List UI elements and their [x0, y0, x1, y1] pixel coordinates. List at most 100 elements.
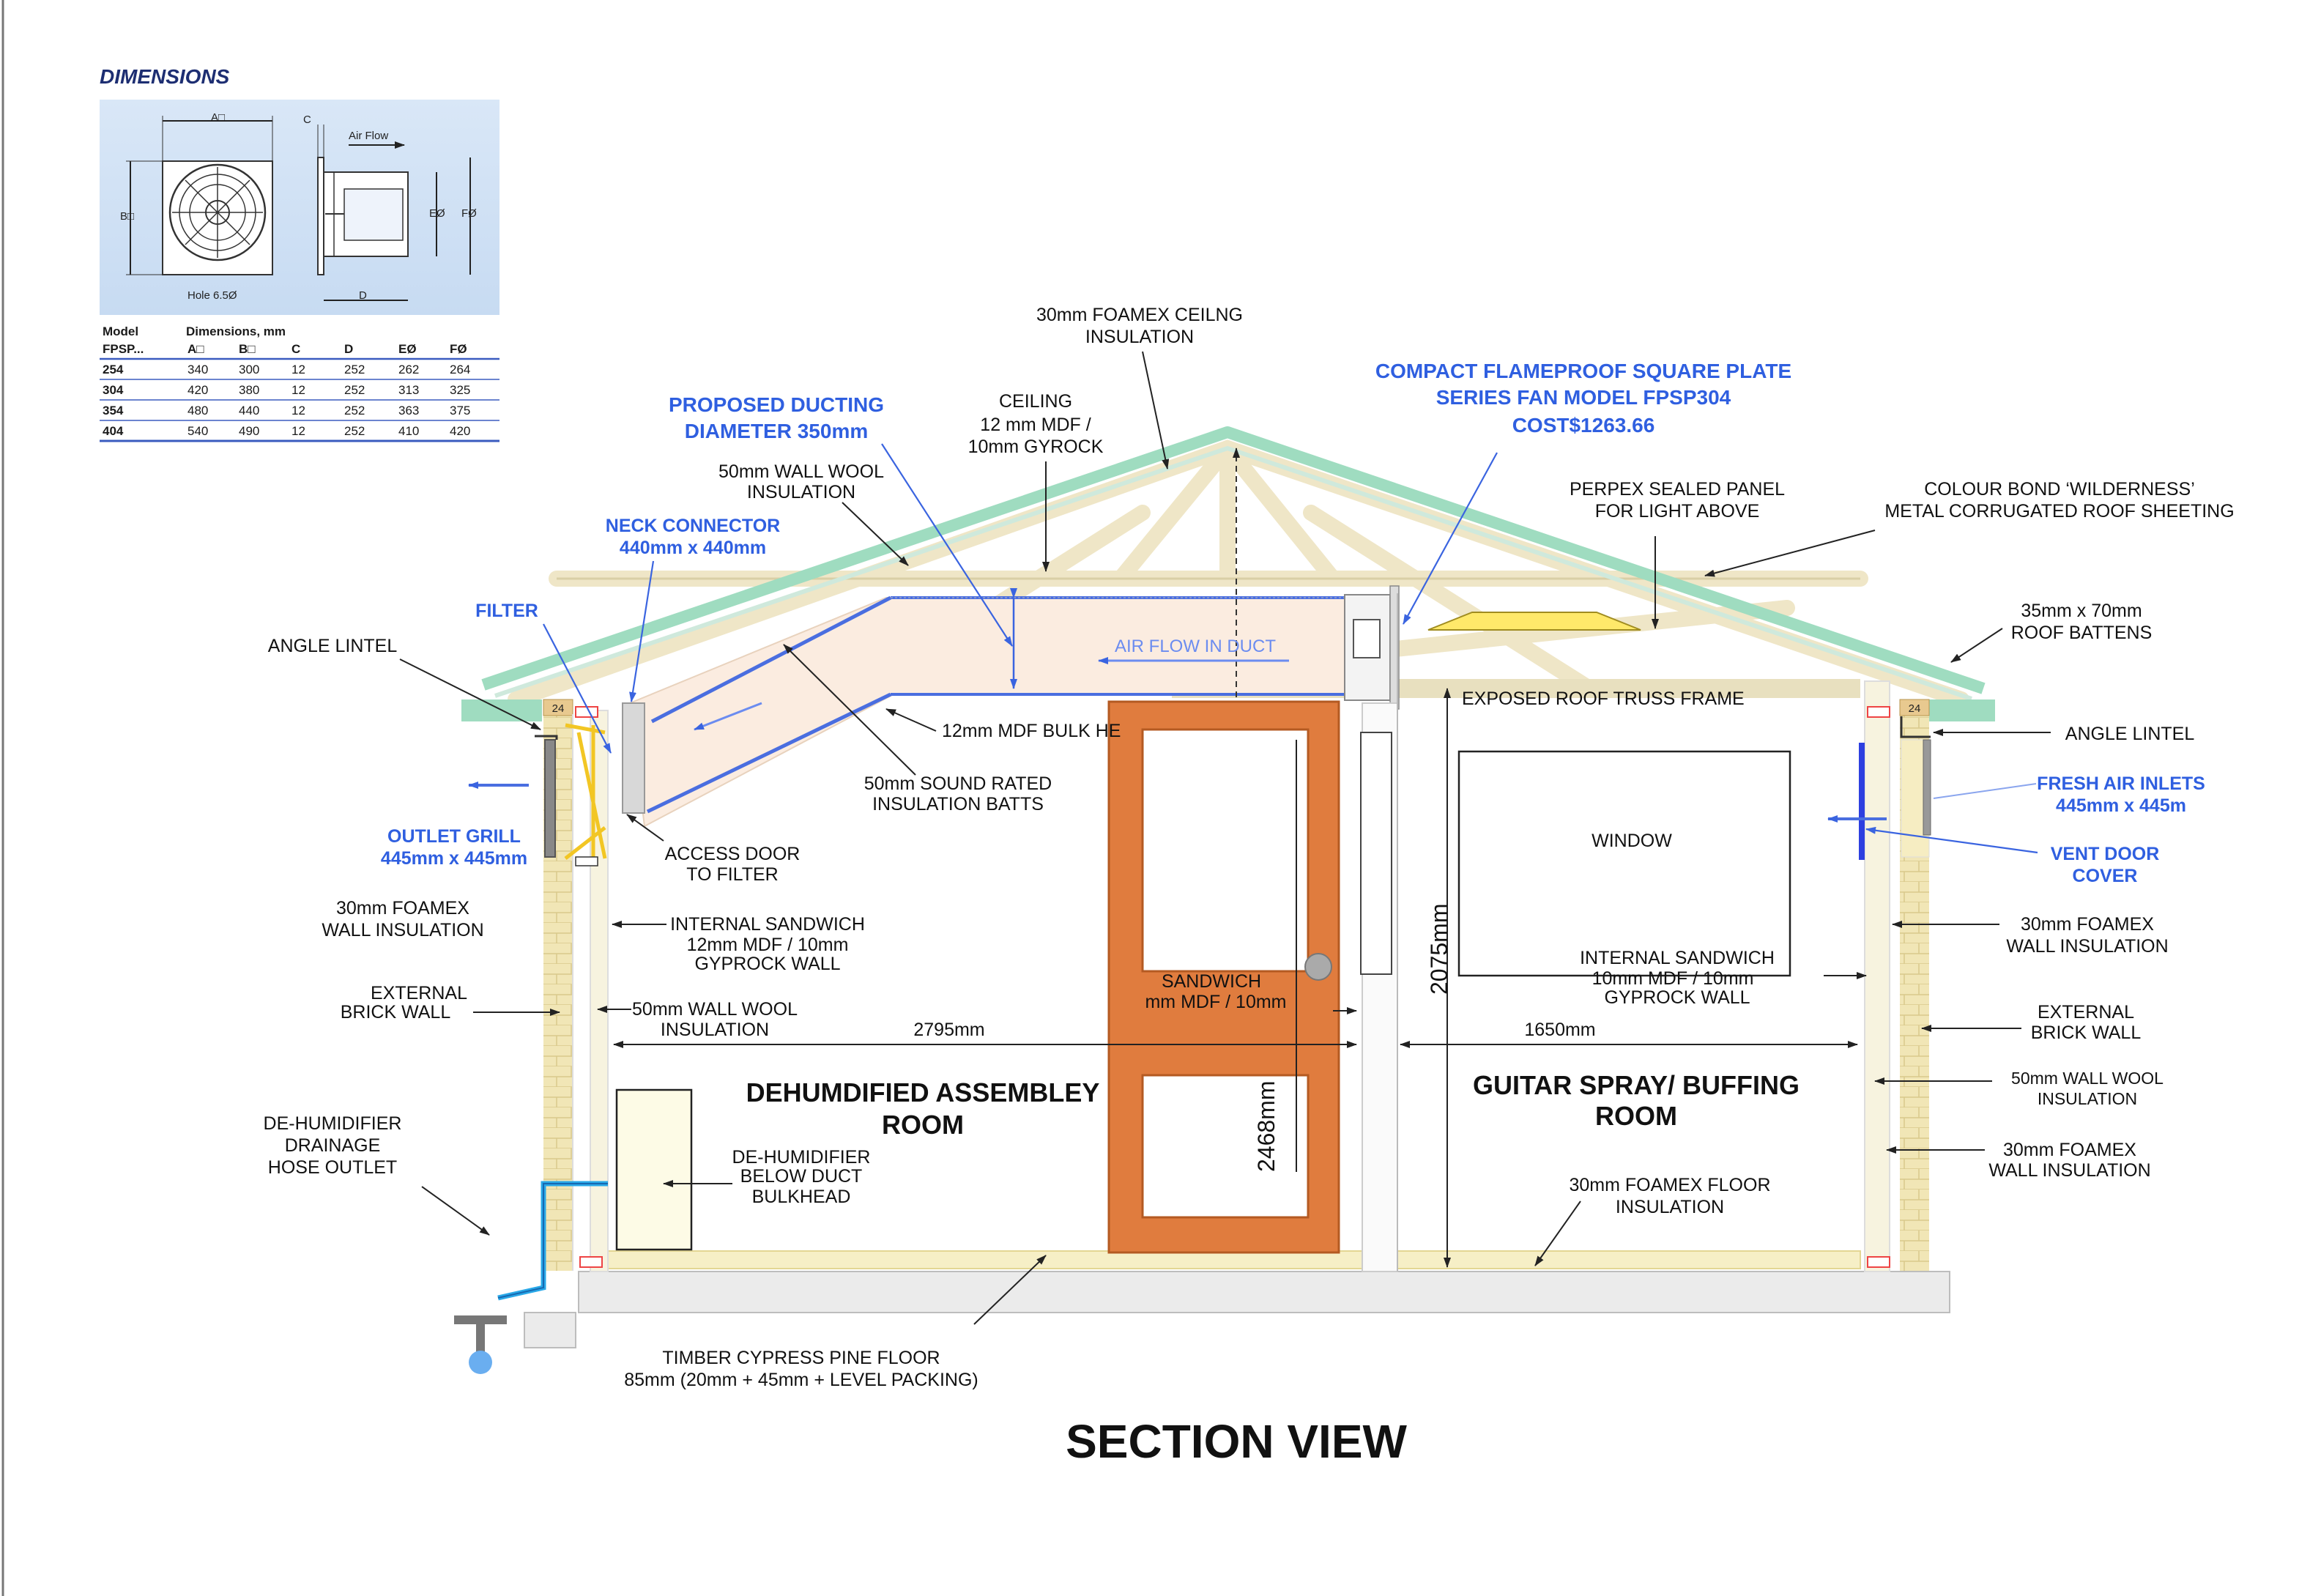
- dim-wall-height-label: 2075mm: [1426, 904, 1452, 995]
- duct-lower-slope: [646, 692, 892, 814]
- label-battens-2: ROOF BATTENS: [2011, 623, 2153, 643]
- label-ducting-1: PROPOSED DUCTING: [669, 393, 884, 416]
- label-vent-2: COVER: [2073, 866, 2138, 886]
- label-wall-wool-top-1: 50mm WALL WOOL: [718, 461, 884, 482]
- table-cell: 12: [291, 383, 305, 397]
- label-sound-batts-2: INSULATION BATTS: [872, 794, 1044, 814]
- label-wall-wool-top-2: INSULATION: [747, 482, 855, 502]
- table-header-fpsp: FPSP...: [103, 342, 144, 356]
- concrete-slab: [578, 1271, 1950, 1313]
- angle-lintel-right: [1900, 716, 1931, 738]
- partition-cabinet: [1360, 732, 1392, 975]
- label-internal-right-1: INTERNAL SANDWICH: [1580, 948, 1775, 968]
- table-col-b: B□: [239, 342, 256, 356]
- label-angle-lintel-right: ANGLE LINTEL: [2065, 724, 2195, 744]
- label-foamex-floor-1: 30mm FOAMEX FLOOR: [1569, 1175, 1770, 1195]
- label-colour-bond-2: METAL CORRUGATED ROOF SHEETING: [1884, 501, 2234, 522]
- label-foamex-wall-left-2: WALL INSULATION: [322, 920, 483, 940]
- table-cell: 340: [187, 363, 208, 376]
- dim-letter-f: FØ: [461, 207, 477, 220]
- fan-spokes: [172, 167, 263, 258]
- label-internal-right-2: 10mm MDF / 10mm: [1592, 968, 1754, 989]
- door: [1107, 700, 1340, 1254]
- label-dehum-hose-1: DE-HUMIDIFIER: [264, 1113, 402, 1134]
- label-dehum-below-2: BELOW DUCT: [740, 1166, 863, 1187]
- label-dehum-below-1: DE-HUMIDIFIER: [732, 1147, 871, 1168]
- label-neck-1: NECK CONNECTOR: [606, 516, 780, 536]
- table-cell: 380: [239, 383, 259, 397]
- table-cell: 480: [187, 404, 208, 417]
- label-sound-batts-1: 50mm SOUND RATED: [864, 773, 1052, 794]
- dimensions-table: Model FPSP... Dimensions, mm A□ B□ C D E…: [100, 324, 499, 442]
- table-cell: 375: [450, 404, 470, 417]
- seal-right-bottom: [1867, 1256, 1890, 1268]
- table-cell: 363: [398, 404, 419, 417]
- table-cell: 300: [239, 363, 259, 376]
- table-cell: 252: [344, 383, 365, 397]
- table-cell: 252: [344, 424, 365, 438]
- table-cell: 410: [398, 424, 419, 438]
- table-col-e: EØ: [398, 342, 417, 356]
- perpex-panel: [1427, 612, 1641, 631]
- seal-right-top: [1867, 706, 1890, 718]
- label-wall-wool-left-1: 50mm WALL WOOL: [632, 999, 798, 1020]
- label-internal-left-1: INTERNAL SANDWICH: [670, 914, 865, 935]
- label-timber-floor-1: TIMBER CYPRESS PINE FLOOR: [662, 1348, 940, 1368]
- table-col-d: D: [344, 342, 353, 356]
- label-foamex-ceiling-2: INSULATION: [1085, 327, 1194, 347]
- drain-cap: [454, 1315, 507, 1324]
- dim-right-room-label: 1650mm: [1524, 1020, 1595, 1040]
- label-foamex-wall-left-1: 30mm FOAMEX: [336, 898, 469, 918]
- label-foamex-floor-2: INSULATION: [1616, 1197, 1724, 1217]
- table-cell: 12: [291, 363, 305, 376]
- label-fresh-2: 445mm x 445m: [2056, 795, 2186, 816]
- label-foamex-wall-right-top-2: WALL INSULATION: [2006, 936, 2168, 957]
- airflow-duct-label: AIR FLOW IN DUCT: [1115, 636, 1276, 656]
- neck-connector: [622, 702, 645, 814]
- access-door: [575, 856, 598, 866]
- wall-insulation-right: [1864, 680, 1890, 1272]
- fan-guard-outer: [168, 163, 267, 261]
- table-cell: 12: [291, 424, 305, 438]
- label-colour-bond-1: COLOUR BOND ‘WILDERNESS’: [1924, 479, 2195, 500]
- label-neck-2: 440mm x 440mm: [620, 538, 766, 558]
- door-glass-bottom: [1141, 1074, 1310, 1219]
- table-cell: 252: [344, 363, 365, 376]
- label-timber-floor-2: 85mm (20mm + 45mm + LEVEL PACKING): [624, 1370, 978, 1390]
- label-wall-wool-left-2: INSULATION: [661, 1020, 769, 1040]
- dehumidifier-unit: [615, 1088, 693, 1251]
- label-perpex-2: FOR LIGHT ABOVE: [1595, 501, 1760, 522]
- footing-left: [524, 1312, 576, 1348]
- room-right-line2: ROOM: [1595, 1101, 1677, 1131]
- table-cell: 490: [239, 424, 259, 438]
- table-cell: 440: [239, 404, 259, 417]
- dim-letter-c: C: [303, 114, 311, 126]
- table-cell: 420: [450, 424, 470, 438]
- air-flow-label: Air Flow: [349, 130, 388, 142]
- dim-letter-e: EØ: [429, 207, 445, 220]
- label-dehum-below-3: BULKHEAD: [752, 1187, 851, 1207]
- roof-sheeting: [481, 426, 1986, 694]
- label-access-door-1: ACCESS DOOR: [665, 844, 801, 864]
- label-outlet-2: 445mm x 445mm: [381, 848, 527, 869]
- label-foamex-wall-right-bot-2: WALL INSULATION: [1988, 1160, 2150, 1181]
- label-filter: FILTER: [475, 601, 538, 621]
- label-ceiling-1: CEILING: [999, 391, 1072, 412]
- label-fan-1: COMPACT FLAMEPROOF SQUARE PLATE: [1375, 360, 1791, 382]
- table-col-a: A□: [187, 342, 204, 356]
- label-foamex-ceiling-1: 30mm FOAMEX CEILNG: [1036, 305, 1243, 325]
- label-internal-left-2: 12mm MDF / 10mm: [687, 935, 849, 955]
- dim-letter-b: B□: [120, 210, 134, 223]
- dim-door-height-label: 2468mm: [1253, 1081, 1280, 1173]
- label-outlet-1: OUTLET GRILL: [387, 826, 521, 847]
- label-sandwich-mid-2: mm MDF / 10mm: [1145, 992, 1286, 1012]
- table-header-model: Model: [103, 324, 138, 338]
- window: [1457, 750, 1791, 977]
- timber-floor: [600, 1250, 1861, 1269]
- label-perpex-1: PERPEX SEALED PANEL: [1570, 479, 1785, 500]
- table-model-cell: 304: [103, 383, 124, 397]
- label-dehum-hose-3: HOSE OUTLET: [268, 1157, 397, 1178]
- table-model-cell: 354: [103, 404, 124, 417]
- angle-lintel-left: [535, 735, 558, 740]
